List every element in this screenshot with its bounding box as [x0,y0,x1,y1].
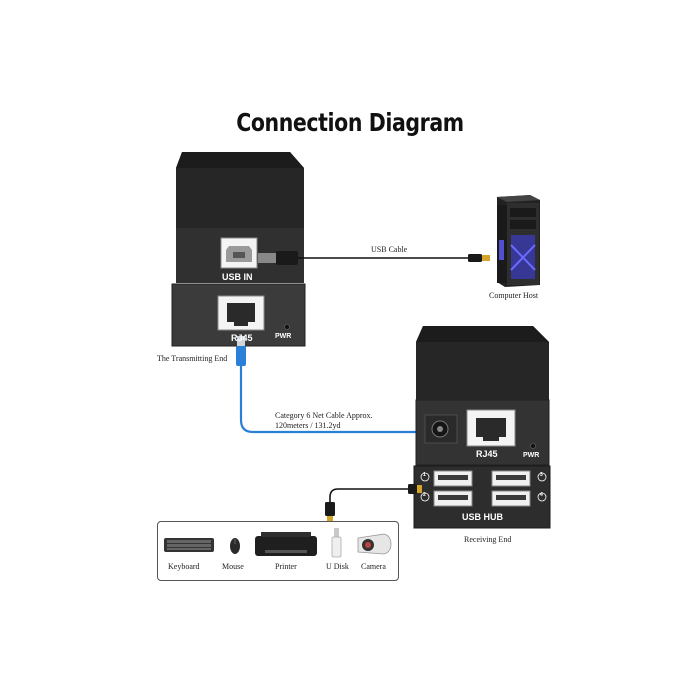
tx-rj45-label: RJ45 [231,333,253,343]
peripheral-label-keyboard: Keyboard [168,562,200,571]
pwr-led-icon [284,324,290,330]
peripheral-label-camera: Camera [361,562,386,571]
keyboard-icon [164,538,214,552]
usb-port-icon [433,490,473,507]
rx-pwr-label: PWR [523,452,540,459]
mouse-icon [230,538,240,554]
transmitter-device [171,152,306,347]
usb-in-label: USB IN [222,272,253,282]
computer-host-label: Computer Host [489,291,539,300]
rx-rj45-label: RJ45 [476,449,498,459]
net-cable-label-1: Category 6 Net Cable Approx. [275,411,373,420]
pwr-led-icon [530,443,536,449]
receiving-end-caption: Receiving End [464,535,512,544]
hub-usb-cable [325,484,422,523]
camera-icon [357,533,392,555]
usb-cable-label: USB Cable [371,245,408,254]
port-number-4: 4 [540,492,543,498]
tx-pwr-label: PWR [275,333,292,340]
usb-port-icon [491,490,531,507]
peripheral-label-udisk: U Disk [326,562,349,571]
usb-disk-icon [331,528,342,558]
transmitting-end-caption: The Transmitting End [157,354,228,363]
port-number-1: 1 [423,472,426,478]
peripheral-label-mouse: Mouse [222,562,244,571]
net-cable-label-2: 120meters / 131.2yd [275,421,341,430]
peripherals-panel: Keyboard Mouse Printer U Disk Camera [157,521,399,581]
computer-tower-icon [497,195,540,287]
diagram-title: Connection Diagram [236,108,464,137]
usb-port-icon [491,470,531,487]
usb-port-icon [433,470,473,487]
peripheral-label-printer: Printer [275,562,297,571]
usb-cable [258,251,490,265]
printer-icon [255,532,317,556]
receiver-device [413,326,551,529]
port-number-2: 2 [423,492,426,498]
usb-hub-label: USB HUB [462,512,504,522]
port-number-3: 3 [540,472,543,478]
